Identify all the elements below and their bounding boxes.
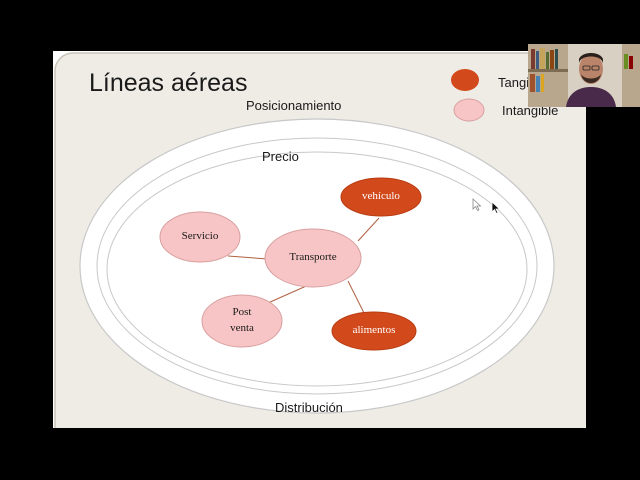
ring-middle [96, 137, 538, 395]
cursor-ghost-icon [472, 198, 482, 212]
node-alimentos [331, 311, 417, 351]
node-servicio [159, 211, 241, 263]
ring-label-precio: Precio [262, 149, 299, 164]
presenter-avatar [528, 44, 640, 107]
node-alimentos-label: alimentos [352, 324, 396, 336]
slide-title: Líneas aéreas [89, 69, 248, 97]
node-servicio-label: Servicio [181, 230, 219, 242]
legend-tangible-swatch [451, 69, 479, 91]
node-vehiculo [340, 177, 422, 217]
node-transporte [264, 228, 362, 288]
mouse-cursor-icon [491, 201, 501, 215]
slide: Líneas aéreas Tangible Intangible Posici… [53, 51, 586, 428]
connector-alimentos [347, 280, 367, 318]
node-transporte-label: Transporte [289, 251, 337, 263]
node-postventa-label-line1: Post [232, 306, 252, 318]
webcam-video [528, 44, 640, 107]
ring-label-distribucion: Distribución [275, 400, 343, 415]
ring-inner [106, 151, 528, 387]
node-postventa-label-line2: venta [230, 322, 254, 334]
connector-vehiculo [357, 217, 380, 242]
connector-servicio [227, 255, 269, 260]
node-postventa [201, 294, 283, 348]
slide-graphics [54, 52, 586, 428]
ring-label-posicionamiento: Posicionamiento [246, 98, 342, 113]
legend-intangible-swatch [453, 98, 485, 122]
node-vehiculo-label: vehículo [362, 190, 400, 202]
